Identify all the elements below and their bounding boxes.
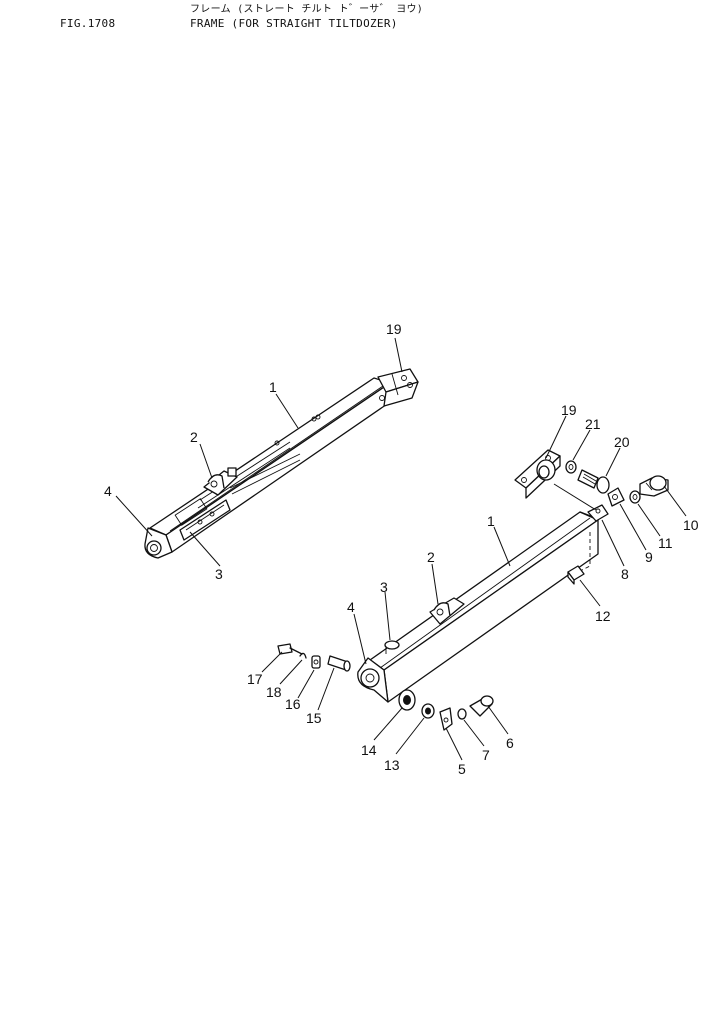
callout-upper-2: 2 xyxy=(190,429,198,445)
upper-side-plate xyxy=(179,499,231,541)
callout-lower-19: 19 xyxy=(561,402,577,418)
callout-lower-6: 6 xyxy=(506,735,514,751)
callout-lower-8: 8 xyxy=(621,566,629,582)
callout-lower-21: 21 xyxy=(585,416,601,432)
callout-lower-12: 12 xyxy=(595,608,611,624)
lock-plate-9 xyxy=(607,487,625,507)
lower-bracket xyxy=(429,597,465,625)
bracket-plate-19 xyxy=(514,449,561,499)
callout-labels-lower: 1 2 3 4 5 6 7 8 9 10 11 12 13 14 15 16 1… xyxy=(247,402,699,777)
block-12 xyxy=(567,565,585,585)
figure-id: FIG.1708 xyxy=(60,17,116,30)
upper-rear-bracket xyxy=(377,368,419,407)
callout-upper-1: 1 xyxy=(269,379,277,395)
lower-boss xyxy=(384,640,400,654)
washer-21 xyxy=(565,460,577,474)
callout-lower-13: 13 xyxy=(384,757,400,773)
leader-lines xyxy=(115,337,687,761)
callout-lower-17: 17 xyxy=(247,671,263,687)
callout-lower-2: 2 xyxy=(427,549,435,565)
bolt-20 xyxy=(577,469,610,494)
callout-lower-15: 15 xyxy=(306,710,322,726)
upper-bracket xyxy=(203,467,238,496)
title-japanese: フレーム (ストレート チルト ト゛ーサ゛ ヨウ) xyxy=(190,4,424,15)
title-english: FRAME (FOR STRAIGHT TILTDOZER) xyxy=(190,17,398,30)
bolt-6 xyxy=(469,695,494,717)
bolt-10 xyxy=(639,475,669,497)
lower-frame-assembly xyxy=(357,504,609,703)
lock-16 xyxy=(311,655,321,669)
callout-lower-14: 14 xyxy=(361,742,377,758)
washer-18 xyxy=(299,652,307,659)
callout-lower-16: 16 xyxy=(285,696,301,712)
callout-lower-1: 1 xyxy=(487,513,495,529)
callout-lower-11: 11 xyxy=(658,535,673,551)
lower-frame-beam xyxy=(369,511,599,703)
callout-lower-5: 5 xyxy=(458,761,466,777)
washer-7 xyxy=(457,708,467,720)
lower-end-plate xyxy=(587,504,609,522)
callout-upper-4: 4 xyxy=(104,483,112,499)
callout-upper-3: 3 xyxy=(215,566,223,582)
callout-lower-4: 4 xyxy=(347,599,355,615)
lock-plate-5 xyxy=(439,707,453,731)
callout-lower-18: 18 xyxy=(266,684,282,700)
lower-trunnion-end xyxy=(357,657,389,703)
callout-lower-7: 7 xyxy=(482,747,490,763)
callout-upper-19: 19 xyxy=(386,321,402,337)
callout-lower-10: 10 xyxy=(683,517,699,533)
washer-13 xyxy=(421,703,435,719)
pin-15 xyxy=(327,655,351,672)
callout-lower-9: 9 xyxy=(645,549,653,565)
washer-11 xyxy=(629,490,641,504)
callout-lower-20: 20 xyxy=(614,434,630,450)
callout-lower-3: 3 xyxy=(380,579,388,595)
upper-frame-assembly xyxy=(144,368,419,559)
callout-labels-upper: 1 2 3 4 19 xyxy=(104,321,402,582)
bolt-17 xyxy=(277,643,303,655)
bushing-14 xyxy=(398,689,416,711)
